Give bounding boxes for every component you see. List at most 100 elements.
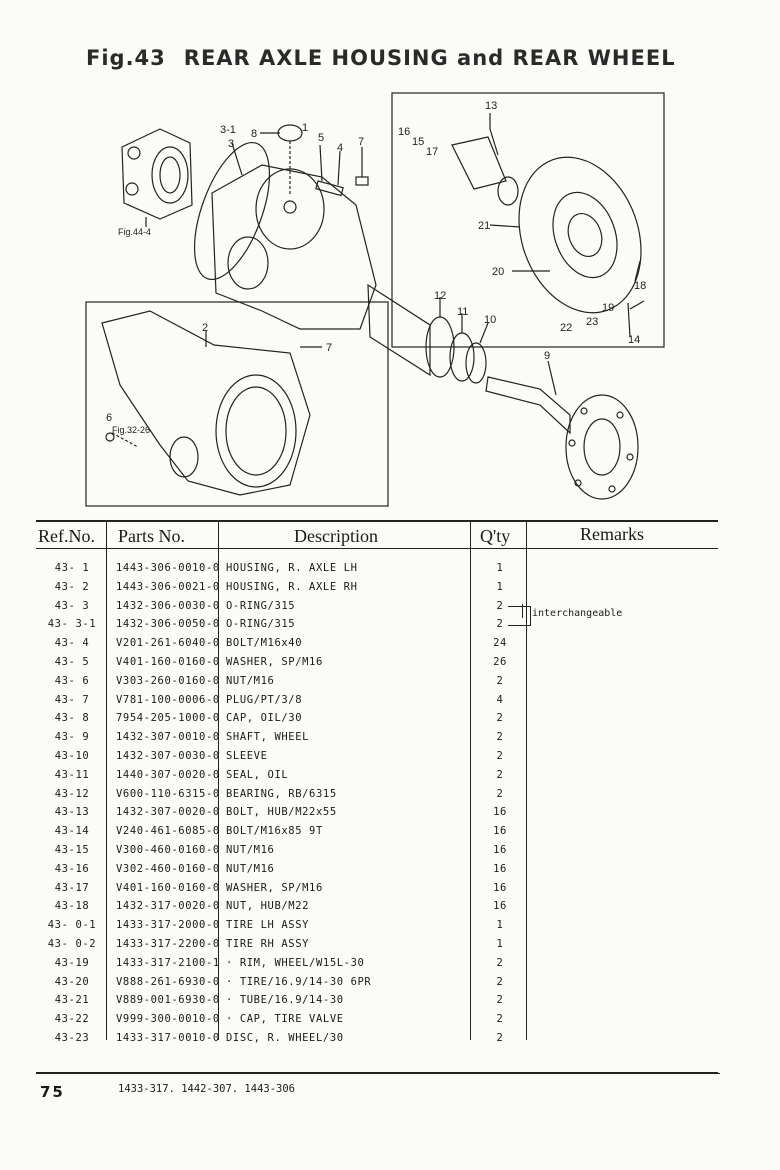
bracket-mark xyxy=(522,604,523,618)
quantity-cell: 2 xyxy=(496,1013,504,1026)
part-number-cell: V889-001-6930-0 xyxy=(116,994,220,1007)
callout-4: 4 xyxy=(337,142,343,154)
bracket-bottom xyxy=(508,625,530,626)
callout-6: 6 xyxy=(106,412,112,424)
description-cell: NUT, HUB/M22 xyxy=(226,900,310,913)
quantity-cell: 16 xyxy=(493,881,507,894)
part-number-cell: 1433-317-2000-0 xyxy=(116,919,220,932)
header-qty: Q'ty xyxy=(480,526,511,546)
callout-12: 12 xyxy=(434,290,446,302)
callout-8: 8 xyxy=(251,128,257,140)
ref-cell: 43-22 xyxy=(54,1013,90,1026)
description-cell: SHAFT, WHEEL xyxy=(226,731,310,744)
figure-number: Fig.43 xyxy=(86,46,166,70)
bracket-top xyxy=(508,606,530,607)
quantity-cell: 2 xyxy=(496,787,504,800)
housing-rh xyxy=(101,310,311,496)
part-number-cell: 1433-317-0010-0 xyxy=(116,1032,220,1044)
ref-cell: 43-14 xyxy=(54,825,90,838)
col-divider-1 xyxy=(106,520,107,1040)
remark-interchangeable: interchangeable xyxy=(532,608,623,619)
part-number-cell: 1432-317-0020-0 xyxy=(116,900,220,913)
quantity-cell: 2 xyxy=(496,768,504,781)
ref-fig-32-26: Fig.32-26 xyxy=(112,425,150,435)
callout-3: 3 xyxy=(228,138,234,150)
description-cell: · CAP, TIRE VALVE xyxy=(226,1013,344,1026)
wheel-inset-frame xyxy=(391,92,665,348)
quantity-cell: 2 xyxy=(496,599,504,612)
housing-inset-frame xyxy=(85,301,389,507)
description-cell: BOLT/M16x40 xyxy=(226,637,303,650)
callout-5: 5 xyxy=(318,132,324,144)
ref-cell: 43-11 xyxy=(54,768,90,781)
quantity-cell: 26 xyxy=(493,656,507,668)
quantity-cell: 4 xyxy=(496,693,504,706)
callout-21: 21 xyxy=(478,220,490,232)
quantity-cell: 1 xyxy=(496,562,504,574)
part-number-cell: 1440-307-0020-0 xyxy=(116,768,220,781)
ref-cell: 43- 9 xyxy=(54,731,90,744)
callout-13: 13 xyxy=(485,100,497,112)
footer-codes: 1433-317. 1442-307. 1443-306 xyxy=(118,1083,296,1095)
header-ref: Ref.No. xyxy=(38,526,95,546)
callout-22: 22 xyxy=(560,322,572,334)
ref-cell: 43-18 xyxy=(54,900,90,913)
description-cell: NUT/M16 xyxy=(226,862,275,875)
ref-fig-44-4: Fig.44-4 xyxy=(118,227,151,237)
part-number-cell: 1433-317-2100-1 xyxy=(116,956,220,969)
part-number-cell: V201-261-6040-0 xyxy=(116,637,220,650)
quantity-cell: 16 xyxy=(493,862,507,875)
description-cell: · TUBE/16.9/14-30 xyxy=(226,994,344,1007)
description-cell: WASHER, SP/M16 xyxy=(226,881,323,894)
footer-rule xyxy=(36,1073,720,1075)
ref-cell: 43- 3-1 xyxy=(47,618,97,631)
description-cell: BOLT, HUB/M22x55 xyxy=(226,806,337,819)
callout-23: 23 xyxy=(586,316,598,328)
quantity-cell: 24 xyxy=(493,637,507,650)
col-divider-4 xyxy=(526,520,527,1040)
o-ring xyxy=(193,141,271,281)
part-number-cell: 1443-306-0010-0 xyxy=(116,562,220,574)
col-divider-2 xyxy=(218,520,219,1040)
part-number-cell: V600-110-6315-0 xyxy=(116,787,220,800)
hub xyxy=(451,136,507,190)
part-number-cell: V302-460-0160-0 xyxy=(116,862,220,875)
callout-18: 18 xyxy=(634,280,646,292)
quantity-cell: 2 xyxy=(496,1032,504,1044)
part-number-cell: 1432-306-0030-0 xyxy=(116,599,220,612)
header-description: Description xyxy=(294,526,378,546)
part-number-cell: V401-160-0160-0 xyxy=(116,656,220,668)
ref-cell: 43- 0-1 xyxy=(47,919,97,932)
description-cell: HOUSING, R. AXLE RH xyxy=(226,580,358,593)
quantity-cell: 2 xyxy=(496,712,504,725)
part-number-cell: V300-460-0160-0 xyxy=(116,844,220,856)
quantity-cell: 1 xyxy=(496,919,504,932)
description-cell: BOLT/M16x85 9T xyxy=(226,825,323,838)
table-bottom-rule xyxy=(36,1072,718,1074)
description-cell: HOUSING, R. AXLE LH xyxy=(226,562,358,574)
description-cell: SLEEVE xyxy=(226,750,268,762)
description-cell: · RIM, WHEEL/W15L-30 xyxy=(226,956,365,969)
description-cell: O-RING/315 xyxy=(226,599,296,612)
description-cell: TIRE LH ASSY xyxy=(226,919,310,932)
tire xyxy=(518,156,642,314)
description-cell: DISC, R. WHEEL/30 xyxy=(226,1032,344,1044)
wheel-shaft xyxy=(485,376,571,435)
col-divider-3 xyxy=(470,520,471,1040)
callout-16: 16 xyxy=(398,126,410,138)
part-number-cell: 1432-307-0030-0 xyxy=(116,750,220,762)
